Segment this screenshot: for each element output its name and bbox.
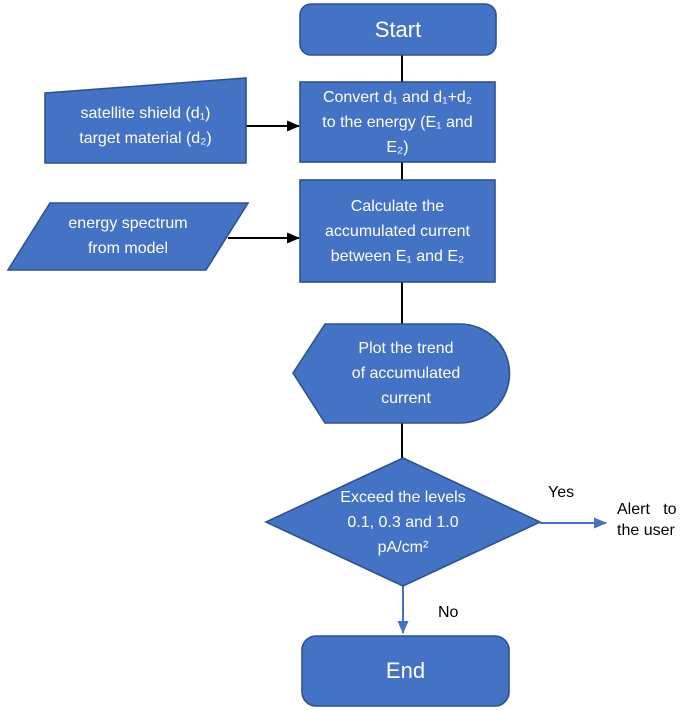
decision-node-shape [264, 457, 542, 587]
end-node-shape [301, 635, 510, 707]
start-node-shape [299, 3, 497, 56]
energy-spectrum-node-shape [6, 202, 250, 271]
satellite-shield-node-shape [44, 77, 247, 164]
convert-node-shape [299, 81, 496, 163]
plot-node-shape [292, 323, 511, 424]
calculate-node-shape [299, 179, 496, 283]
